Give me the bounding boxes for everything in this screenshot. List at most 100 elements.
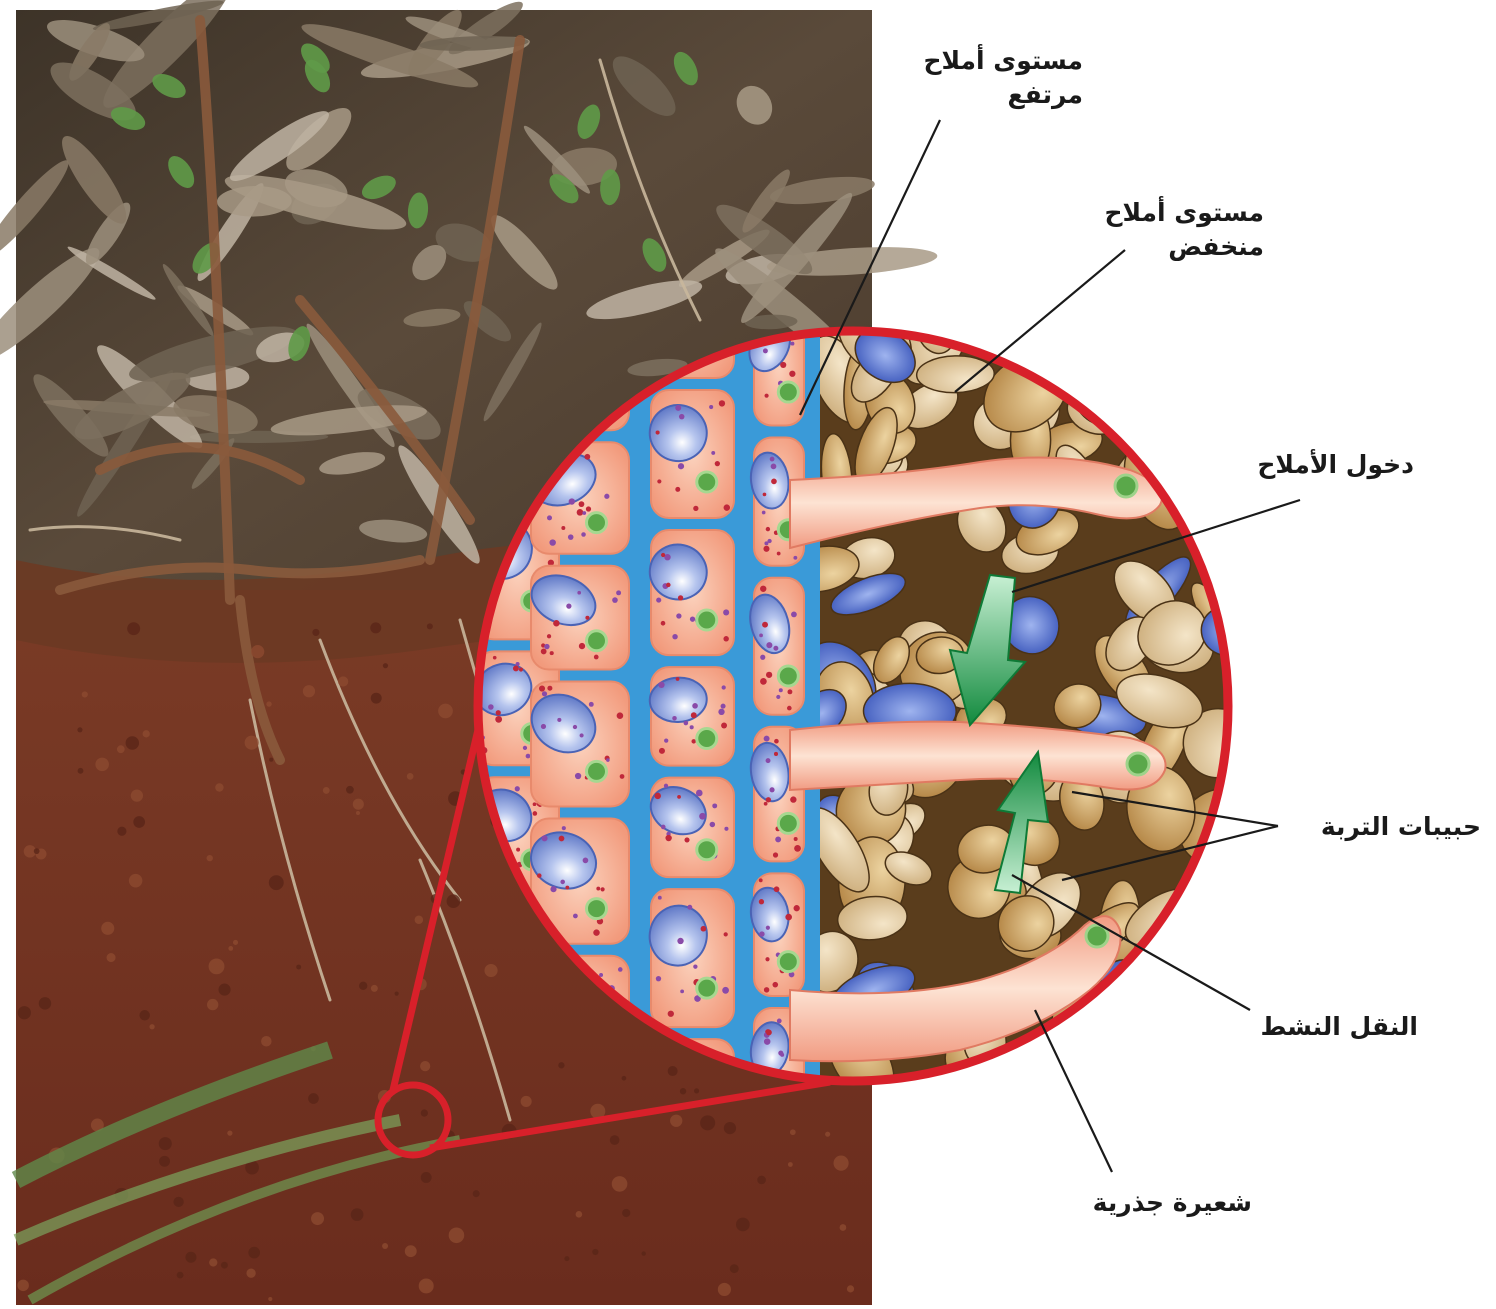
cell-particle (691, 712, 697, 718)
cell-particle (787, 689, 792, 694)
cell-particle (690, 617, 695, 622)
cell-particle (766, 797, 771, 802)
cell-particle (577, 509, 584, 516)
cell-particle (533, 802, 537, 806)
soil-crumb (18, 1006, 31, 1019)
cell-particle (775, 836, 781, 842)
soil-crumb (700, 1115, 715, 1130)
soil-crumb (311, 1212, 324, 1225)
cell-particle (658, 896, 662, 900)
cell-particle (719, 400, 725, 406)
cell-particle (664, 784, 668, 788)
cell-particle (678, 463, 684, 469)
soil-crumb (159, 1137, 172, 1150)
cell-particle (676, 613, 681, 618)
cell-particle (582, 511, 586, 515)
cell-particle (724, 932, 728, 936)
soil-crumb (521, 1096, 532, 1107)
nucleus (587, 513, 607, 533)
cell-particle (599, 973, 603, 977)
label-low-salt-line2: منخفض (1105, 230, 1264, 264)
cell-particle (724, 504, 730, 510)
cell-particle (661, 553, 665, 557)
soil-crumb (209, 1258, 217, 1266)
label-soil-particles: حبيبات التربة (1321, 810, 1481, 844)
soil-crumb (139, 1010, 149, 1020)
cell-particle (770, 787, 775, 792)
soil-crumb (694, 1088, 699, 1093)
cell-particle (722, 987, 729, 994)
soil-crumb (592, 1249, 598, 1255)
soil-crumb (126, 736, 139, 749)
cell-particle (542, 691, 547, 696)
cell-particle (562, 826, 566, 830)
cell-particle (676, 677, 680, 681)
cell-particle (533, 811, 538, 816)
cell-particle (547, 515, 552, 520)
cell-particle (516, 662, 520, 666)
soil-crumb (221, 1262, 228, 1269)
soil-crumb (346, 786, 354, 794)
cell-particle (715, 461, 720, 466)
soil-crumb (427, 623, 433, 629)
soil-grain (1136, 358, 1174, 396)
soil-crumb (356, 811, 360, 815)
cell-particle (659, 748, 665, 754)
cell-particle (760, 678, 767, 685)
cell-particle (664, 554, 670, 560)
cell-particle (723, 609, 729, 615)
soil-crumb (576, 1211, 583, 1218)
soil-crumb (131, 790, 143, 802)
cell-particle (553, 620, 559, 626)
soil-crumb (143, 730, 150, 737)
soil-crumb (371, 985, 378, 992)
cell-particle (596, 887, 600, 891)
soil-grain (1193, 901, 1255, 992)
cell-particle (680, 989, 684, 993)
cell-particle (724, 827, 728, 831)
soil-crumb (724, 1122, 736, 1134)
soil-crumb (177, 1272, 184, 1279)
cell-particle (560, 880, 565, 885)
soil-crumb (338, 676, 348, 686)
cell-particle (565, 886, 569, 890)
cell-particle (723, 636, 728, 641)
soil-crumb (228, 946, 233, 951)
cell-particle (779, 688, 783, 692)
cell-particle (777, 1019, 782, 1024)
cell-particle (763, 348, 768, 353)
cell-particle (573, 725, 577, 729)
soil-crumb (78, 768, 84, 774)
soil-crumb (117, 827, 126, 836)
cell-particle (656, 430, 660, 434)
cell-particle (771, 464, 777, 470)
cell-particle (618, 967, 623, 972)
cell-particle (550, 651, 554, 655)
cell-particle (759, 633, 763, 637)
soil-crumb (840, 1224, 847, 1231)
soil-crumb (34, 848, 40, 854)
soil-grain (1101, 1043, 1151, 1117)
cell-particle (547, 634, 551, 638)
nucleus (697, 840, 717, 860)
cell-particle (687, 905, 692, 910)
cell-particle (586, 506, 591, 511)
label-low-salt: مستوى أملاح منخفض (1105, 196, 1264, 264)
cell-particle (789, 371, 795, 377)
soil-crumb (484, 964, 497, 977)
cell-particle (773, 852, 778, 857)
cell-particle (537, 873, 542, 878)
leader-low-salt (955, 250, 1125, 392)
soil-crumb (622, 1076, 627, 1081)
cell-particle (561, 526, 565, 530)
cell-particle (759, 878, 763, 882)
soil-crumb (558, 1062, 564, 1068)
soil-crumb (790, 1129, 796, 1135)
cell-particle (766, 758, 771, 763)
cell-particle (569, 498, 575, 504)
soil-grain (1180, 327, 1258, 409)
cell-particle (692, 703, 698, 709)
soil-grain (1198, 307, 1296, 400)
soil-crumb (261, 1036, 272, 1047)
soil-crumb (447, 894, 461, 908)
